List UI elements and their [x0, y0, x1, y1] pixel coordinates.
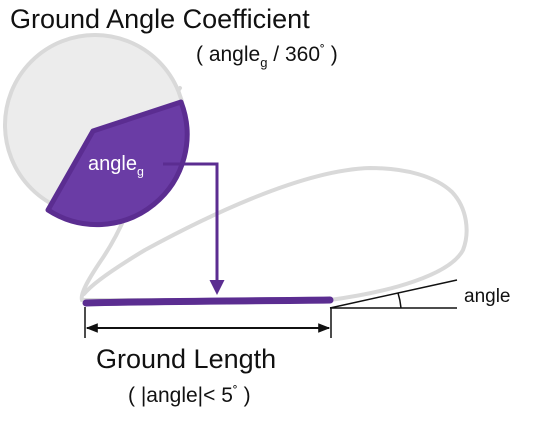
- ground-length-condition: ( |angle|< 5˚ ): [128, 385, 251, 406]
- subtitle-degree: ˚: [320, 43, 325, 60]
- ground-length-title: Ground Length: [96, 344, 277, 374]
- angle-label: angle: [464, 286, 511, 307]
- sector-label: angleg: [88, 153, 144, 178]
- condition-degree: ˚: [232, 384, 238, 401]
- angle-g-sector: [45, 99, 190, 228]
- subtitle-subscript: g: [260, 54, 268, 70]
- angle-arc: [397, 292, 402, 309]
- sector-label-text: angle: [88, 153, 137, 175]
- diagram-subtitle: ( angleg / 360˚ ): [196, 43, 338, 69]
- sector-label-subscript: g: [136, 164, 144, 179]
- arrow-down-icon: [163, 162, 225, 295]
- ground-segment: [82, 296, 334, 307]
- diagram-title: Ground Angle Coefficient: [10, 4, 310, 34]
- angle-ray: [329, 279, 458, 309]
- condition-open: ( |angle|< 5: [128, 384, 233, 407]
- subtitle-end: ): [324, 43, 338, 66]
- track-outline: [79, 86, 469, 302]
- subtitle-close: / 360: [267, 43, 321, 66]
- subtitle-open: ( angle: [196, 43, 261, 66]
- condition-end: ): [237, 384, 251, 407]
